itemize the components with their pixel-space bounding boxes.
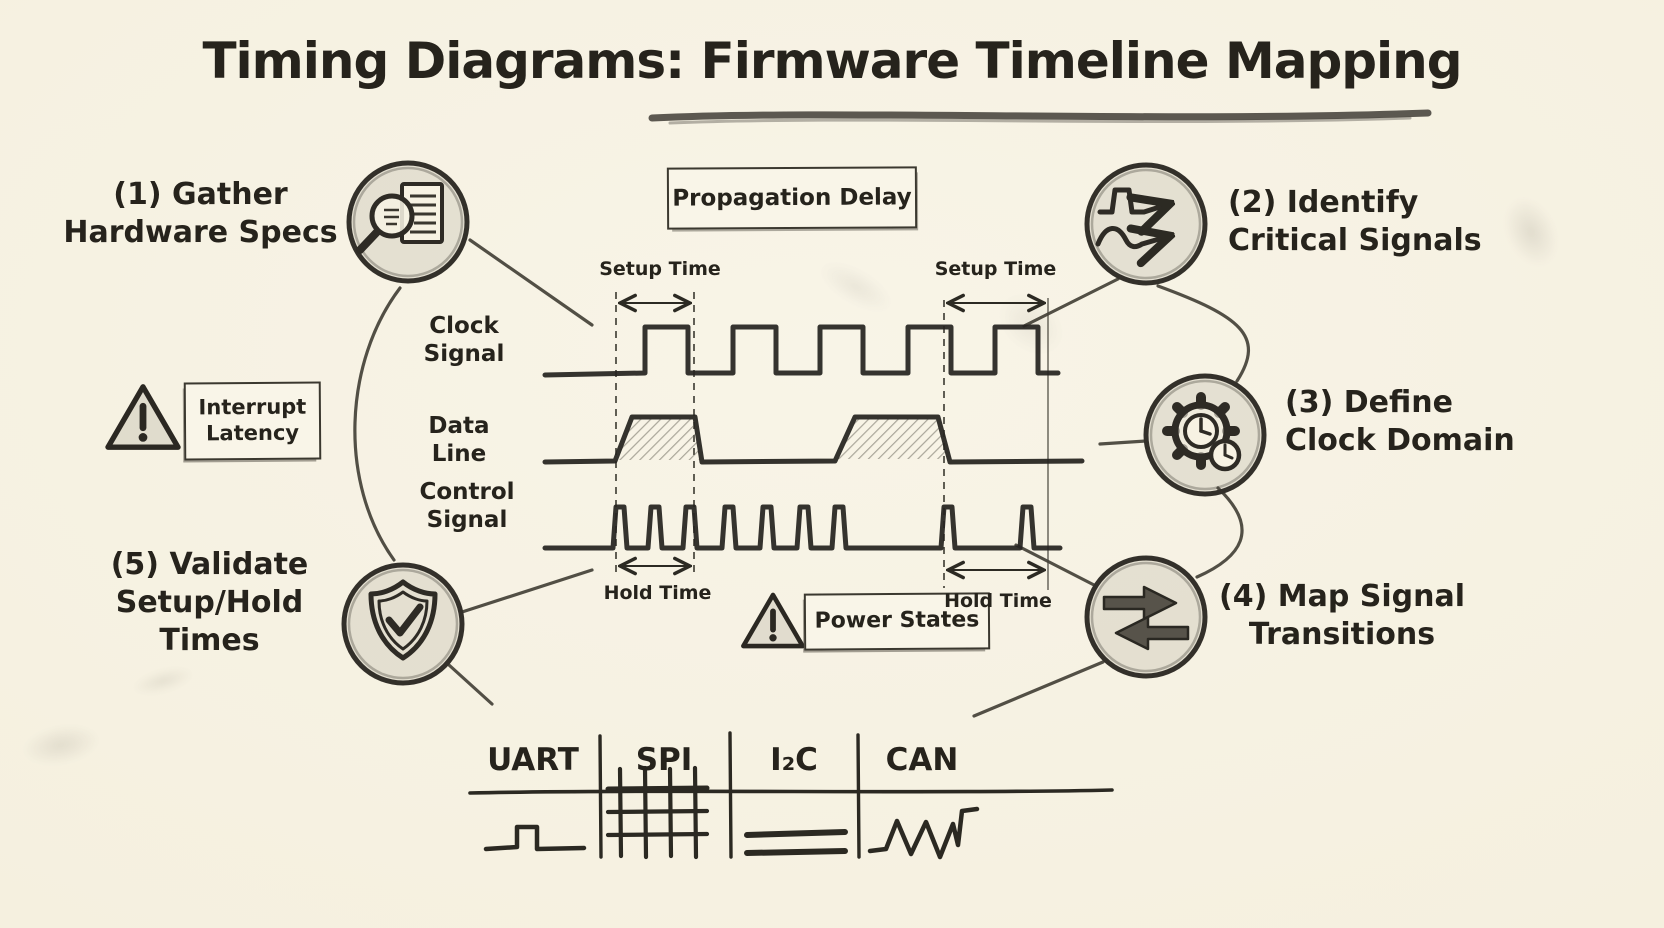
connector-step1-diagram [468,238,594,327]
can-wave-icon [867,806,980,860]
page-title: Timing Diagrams: Firmware Timeline Mappi… [202,32,1462,90]
step-1-node [346,160,470,284]
uart-pulse-icon [483,824,587,852]
title-underline [648,109,1432,125]
propagation-delay-label: Propagation Delay [672,184,912,212]
table-header-rule [468,788,1114,795]
step-2-label: (2) Identify Critical Signals [1228,185,1482,258]
interrupt-latency-callout: Interrupt Latency [183,381,322,461]
step-5-node [341,562,465,686]
protocol-table-grid [468,731,1114,860]
signal-traces-icon [1095,187,1166,247]
connector-step1-step5 [353,286,402,562]
i2c-bus-icon [744,829,848,856]
propagation-delay-callout: Propagation Delay [666,166,918,230]
table-header-spi: SPI [635,742,693,778]
shield-check-icon [368,579,438,661]
step-4-label: (4) Map Signal Transitions [1218,579,1465,652]
setup-time-label-left: Setup Time [599,258,721,280]
connector-step4-table [972,660,1105,718]
connector-step5-table [447,663,494,706]
table-divider [856,733,861,859]
transfer-arrows-icon [1102,585,1190,651]
measurement-arrows [622,303,1042,570]
step-3-node [1143,373,1267,497]
control-signal-waveform [542,504,1063,551]
table-divider [728,731,733,859]
table-header-i2c: I₂C [770,742,818,778]
gear-clock-icon [1162,392,1242,472]
control-signal-label: Control Signal [419,479,515,534]
step-5-label: (5) Validate Setup/Hold Times [110,547,309,658]
connector-step5-diagram [460,568,594,614]
spi-grid-icon [605,765,710,860]
setup-time-label-right: Setup Time [934,258,1057,280]
magnifier-document-icon [356,182,444,254]
hold-time-label-left: Hold Time [603,582,712,604]
step-3-label: (3) Define Clock Domain [1285,385,1515,458]
connector-lines [353,238,1250,718]
data-line-shading [617,419,700,460]
table-header-uart: UART [487,742,579,778]
clock-signal-label: Clock Signal [423,313,505,368]
connector-step3-diagram [1098,439,1148,446]
warning-triangle-icon [105,384,181,450]
data-line-waveform [542,414,1085,465]
step-4-node [1084,555,1208,679]
table-divider [598,734,603,859]
interrupt-latency-label: Interrupt Latency [198,395,307,446]
clock-signal-waveform [542,324,1061,378]
data-line-shading [837,419,948,459]
step-1-label: (1) Gather Hardware Specs [63,177,338,250]
table-header-can: CAN [885,742,959,778]
hold-time-label-right: Hold Time [944,590,1052,612]
timing-diagram [542,292,1085,590]
warning-triangle-icon [741,592,805,649]
connector-step3-step4 [1195,486,1244,579]
step-2-node [1084,162,1208,286]
connector-step4-diagram [1014,543,1098,588]
data-line-label: Data Line [428,413,490,468]
connector-step2-diagram [1022,277,1120,328]
connector-step2-step3 [1156,284,1250,383]
